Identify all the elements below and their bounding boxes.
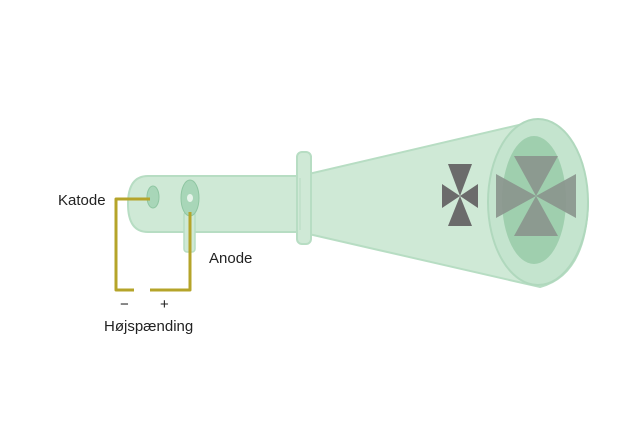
maltese-cross-icon — [442, 164, 478, 226]
maltese-cross-shadow-icon — [496, 156, 576, 236]
anode-label: Anode — [209, 250, 252, 267]
plus-sign: + — [160, 296, 169, 313]
circuit-wires — [114, 197, 192, 292]
minus-sign: − — [120, 296, 129, 313]
screen — [487, 118, 589, 286]
anode-wire — [150, 212, 192, 292]
cathode-label: Katode — [58, 192, 106, 209]
cathode-electrode — [146, 185, 160, 209]
anode-hole — [187, 194, 193, 202]
cathode-wire — [114, 197, 150, 292]
high-voltage-label: Højspænding — [104, 318, 193, 335]
tube-collar — [296, 151, 312, 245]
